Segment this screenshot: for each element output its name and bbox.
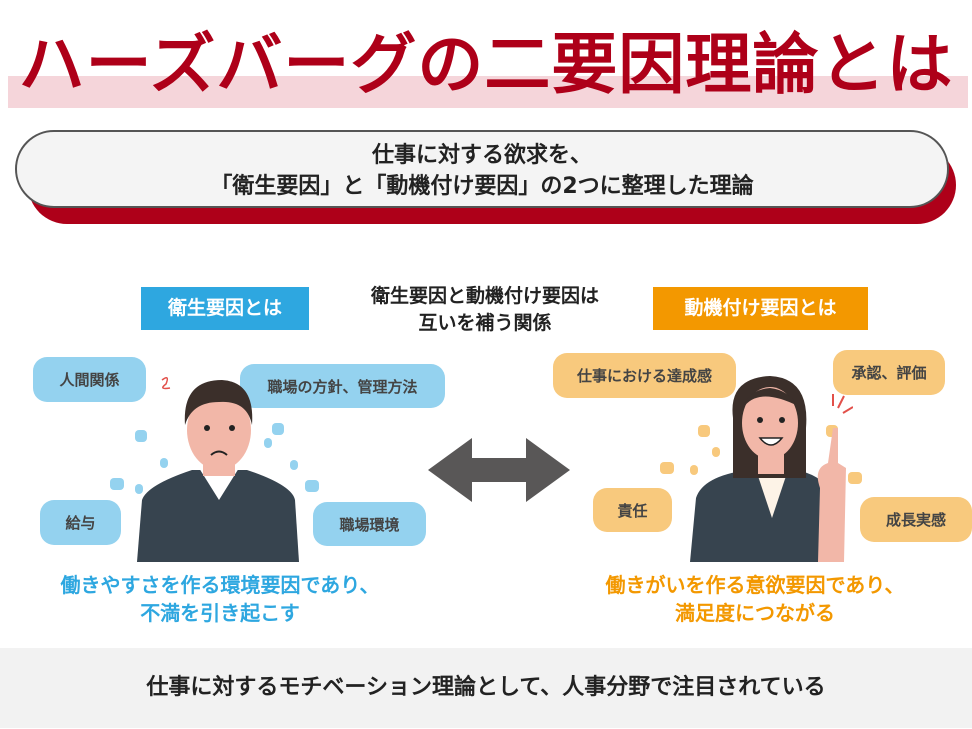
summary-line-1: 仕事に対する欲求を、 <box>371 143 592 168</box>
thought-dot <box>290 460 298 470</box>
hygiene-label: 衛生要因とは <box>141 287 309 330</box>
motivation-bubble: 責任 <box>593 488 672 532</box>
thought-dot <box>110 478 124 490</box>
relation-line-2: 互いを補う関係 <box>418 312 552 334</box>
thought-dot <box>264 438 272 448</box>
summary-box: 仕事に対する欲求を、 「衛生要因」と「動機付け要因」の2つに整理した理論 <box>15 130 949 208</box>
thought-dot <box>305 480 319 492</box>
hygiene-bubble: 職場環境 <box>313 502 426 546</box>
thought-dot <box>712 447 720 457</box>
hygiene-bubble: 給与 <box>40 500 121 545</box>
smiling-woman-illustration <box>690 376 853 562</box>
motivation-caption-line-2: 満足度につながる <box>675 601 835 625</box>
motivation-caption-line-1: 働きがいを作る意欲要因であり、 <box>605 573 905 597</box>
motivation-bubble: 仕事における達成感 <box>553 353 736 398</box>
motivation-label: 動機付け要因とは <box>653 287 868 330</box>
hygiene-caption-line-2: 不満を引き起こす <box>140 601 300 625</box>
hygiene-bubble: 人間関係 <box>33 357 146 402</box>
double-arrow-icon <box>428 438 570 502</box>
thought-dot <box>160 458 168 468</box>
footer-note: 仕事に対するモチベーション理論として、人事分野で注目されている <box>0 648 972 728</box>
thought-dot <box>698 425 710 437</box>
thought-dot <box>272 423 284 435</box>
relation-text: 衛生要因と動機付け要因は 互いを補う関係 <box>330 283 640 337</box>
thought-dot <box>848 472 862 484</box>
hygiene-caption: 働きやすさを作る環境要因であり、 不満を引き起こす <box>20 571 420 627</box>
relation-line-1: 衛生要因と動機付け要因は <box>370 285 599 307</box>
worried-man-illustration <box>137 377 299 562</box>
hygiene-bubble: 職場の方針、管理方法 <box>240 364 445 408</box>
title-highlight <box>8 76 968 108</box>
thought-dot <box>660 462 674 474</box>
thought-dot <box>135 430 147 442</box>
motivation-caption: 働きがいを作る意欲要因であり、 満足度につながる <box>560 571 950 627</box>
motivation-bubble: 承認、評価 <box>833 350 945 395</box>
thought-dot <box>690 465 698 475</box>
hygiene-caption-line-1: 働きやすさを作る環境要因であり、 <box>60 573 380 597</box>
summary-line-2: 「衛生要因」と「動機付け要因」の2つに整理した理論 <box>210 174 754 199</box>
thought-dot <box>135 484 143 494</box>
motivation-bubble: 成長実感 <box>860 497 972 542</box>
page-title: ハーズバーグの二要因理論とは <box>18 26 954 103</box>
